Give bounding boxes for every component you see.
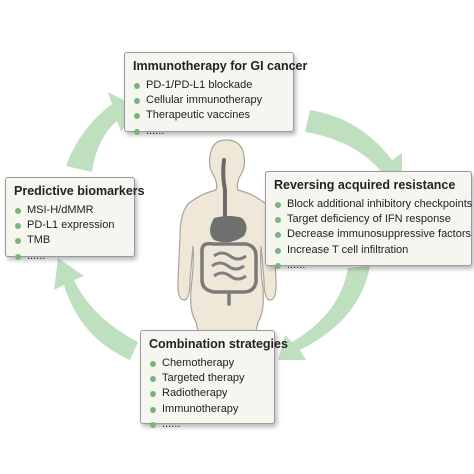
list-item: Therapeutic vaccines [133,108,285,123]
list-item: Chemotherapy [149,356,266,371]
list-item: Immunotherapy [149,402,266,417]
list-item: Increase T cell infiltration [274,243,463,258]
predictive-biomarkers-title: Predictive biomarkers [14,184,145,198]
list-item: ...... [133,124,285,139]
combination-strategies-list: Chemotherapy Targeted therapy Radiothera… [149,356,266,432]
acquired-resistance-box: Reversing acquired resistance Block addi… [265,171,472,271]
list-item: ...... [14,249,126,264]
arrow-top-to-right [305,110,402,185]
combination-strategies-box: Combination strategies Chemotherapy Targ… [140,330,288,430]
list-item: TMB [14,233,126,248]
list-item: Cellular immunotherapy [133,93,285,108]
list-item: ...... [274,258,463,273]
acquired-resistance-title: Reversing acquired resistance [274,178,456,192]
immunotherapy-box: Immunotherapy for GI cancer PD-1/PD-L1 b… [124,52,308,137]
list-item: PD-L1 expression [14,218,126,233]
arrow-bottom-to-left [54,258,138,360]
digestive-system-icon [200,158,258,306]
list-item: ...... [149,417,266,432]
predictive-biomarkers-box: Predictive biomarkers MSI-H/dMMR PD-L1 e… [5,177,145,262]
list-item: PD-1/PD-L1 blockade [133,78,285,93]
list-item: Block additional inhibitory checkpoints [274,197,472,212]
immunotherapy-list: PD-1/PD-L1 blockade Cellular immunothera… [133,78,285,139]
cycle-arrows [54,92,402,360]
list-item: Targeted therapy [149,371,266,386]
list-item: Radiotherapy [149,386,266,401]
list-item: Target deficiency of IFN response [274,212,463,227]
list-item: Decrease immunosuppressive factors [274,227,471,242]
acquired-resistance-list: Block additional inhibitory checkpoints … [274,197,472,273]
arrow-right-to-bottom [278,266,370,360]
arrow-left-to-top [66,92,137,172]
combination-strategies-title: Combination strategies [149,337,288,351]
immunotherapy-title: Immunotherapy for GI cancer [133,59,308,73]
predictive-biomarkers-list: MSI-H/dMMR PD-L1 expression TMB ...... [14,203,126,264]
list-item: MSI-H/dMMR [14,203,126,218]
